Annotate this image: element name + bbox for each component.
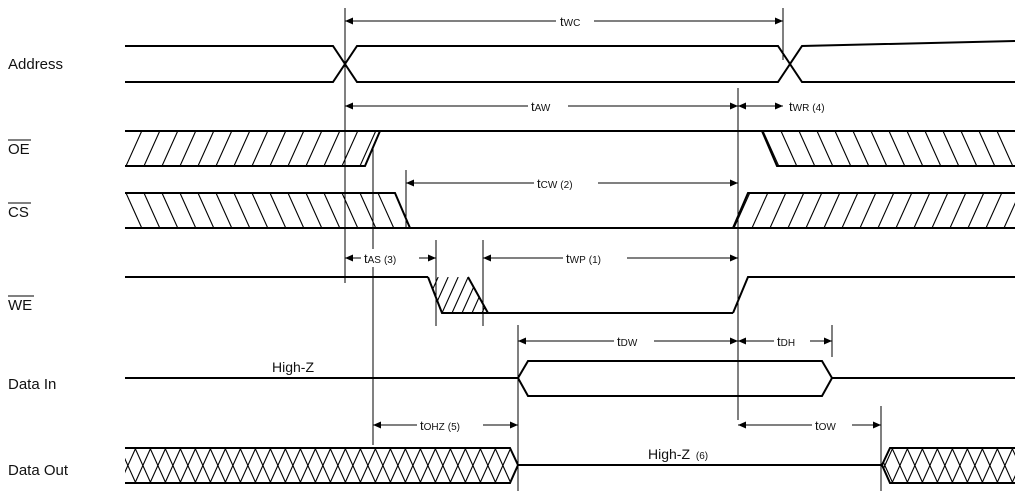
high-z-data-out-label: High-Z: [648, 446, 690, 462]
twc-t: t: [560, 14, 564, 29]
high-z-data-out: High-Z (6): [648, 446, 708, 462]
cs-hatch-right: [733, 193, 1015, 228]
timing-label-twc: tWC: [560, 14, 580, 29]
tow-t: t: [815, 418, 819, 433]
tdh-t: t: [777, 334, 781, 349]
signal-label-oe: OE: [8, 139, 31, 158]
taw-t: t: [531, 99, 535, 114]
oe-waveform: [125, 130, 1015, 167]
signal-label-address: Address: [8, 56, 63, 73]
timing-label-tohz: tOHZ(5): [420, 418, 460, 433]
tcw-note: (2): [560, 180, 572, 191]
tas-note: (3): [384, 255, 396, 266]
twr-sub: WR: [793, 103, 810, 114]
data-in-waveform: [125, 360, 1015, 397]
tdw-sub: DW: [621, 338, 638, 349]
twc-sub: WC: [564, 18, 581, 29]
tow-sub: OW: [819, 422, 837, 433]
signal-label-cs: CS: [8, 202, 31, 221]
data-out-waveform: [125, 447, 1015, 484]
timing-labels: tWC tAW tWR(4) tCW(2) tAS(3) tWP(1) tDW …: [361, 12, 852, 434]
address-waveform: [125, 40, 1015, 83]
timing-label-tas: tAS(3): [364, 251, 396, 266]
signal-label-data-out: Data Out: [8, 462, 69, 479]
tohz-note: (5): [448, 422, 460, 433]
tas-sub: AS: [368, 255, 382, 266]
tcw-sub: CW: [541, 180, 558, 191]
signal-label-oe-text: OE: [8, 141, 30, 158]
oe-hatch-left: [125, 131, 380, 166]
signal-label-data-in: Data In: [8, 376, 56, 393]
cs-waveform: [125, 192, 1015, 229]
twp-t: t: [566, 251, 570, 266]
timing-label-tdw: tDW: [617, 334, 638, 349]
twp-note: (1): [589, 255, 601, 266]
timing-arrows: [345, 17, 881, 429]
signal-label-cs-text: CS: [8, 204, 29, 221]
tas-t: t: [364, 251, 368, 266]
timing-label-tdh: tDH: [777, 334, 795, 349]
twr-t: t: [789, 99, 793, 114]
data-out-crosshatch-left: [125, 448, 518, 483]
tdw-t: t: [617, 334, 621, 349]
timing-label-tcw: tCW(2): [537, 176, 573, 191]
signal-label-we: WE: [8, 295, 34, 314]
arrow-tow: [738, 421, 881, 429]
tcw-t: t: [537, 176, 541, 191]
tdh-sub: DH: [781, 338, 795, 349]
timing-label-tow: tOW: [815, 418, 836, 433]
twr-note: (4): [812, 103, 824, 114]
timing-label-taw: tAW: [531, 99, 551, 114]
timing-label-twp: tWP(1): [566, 251, 601, 266]
timing-label-twr: tWR(4): [789, 99, 825, 114]
arrow-twr: [738, 102, 783, 110]
signal-label-we-text: WE: [8, 297, 32, 314]
oe-hatch-right: [762, 131, 1015, 166]
tohz-sub: OHZ: [424, 422, 445, 433]
high-z-data-in: High-Z: [272, 359, 314, 375]
tohz-t: t: [420, 418, 424, 433]
cs-hatch-left: [125, 193, 410, 228]
taw-sub: AW: [535, 103, 551, 114]
we-hatch: [428, 277, 488, 313]
high-z-data-out-note: (6): [696, 451, 708, 462]
we-waveform: [125, 276, 1015, 314]
twp-sub: WP: [570, 255, 586, 266]
